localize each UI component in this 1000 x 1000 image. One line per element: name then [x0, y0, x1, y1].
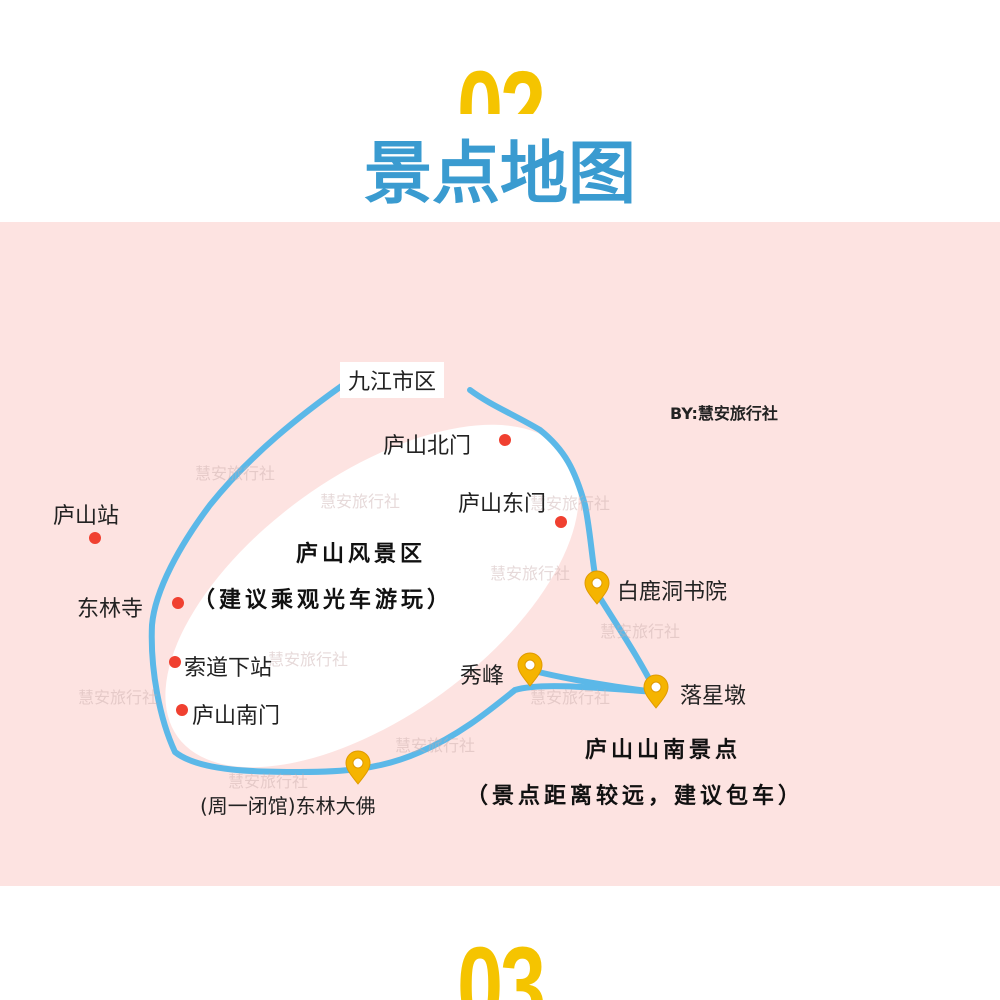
pin-icon	[643, 674, 669, 709]
label-cableway: 索道下站	[184, 656, 273, 681]
label-south-gate: 庐山南门	[192, 704, 281, 729]
page-title: 景点地图	[363, 134, 636, 214]
scenic-area-note: （建议乘观光车游玩）	[193, 588, 454, 613]
scenic-area-blob	[165, 424, 579, 768]
red-dots	[89, 434, 567, 716]
dot-station	[89, 532, 101, 544]
label-luoxingdun: 落星墩	[680, 684, 747, 709]
label-xiufeng: 秀峰	[460, 664, 505, 689]
watermark: 慧安旅行社	[600, 622, 681, 641]
south-area-note: （景点距离较远，建议包车）	[466, 784, 805, 809]
watermark: 慧安旅行社	[228, 772, 309, 791]
label-station: 庐山站	[53, 504, 120, 529]
watermark: 慧安旅行社	[395, 736, 476, 755]
dot-south-gate	[176, 704, 188, 716]
pin-icon	[517, 652, 543, 687]
watermark: 慧安旅行社	[530, 494, 611, 513]
label-buddha: (周一闭馆)东林大佛	[200, 794, 376, 818]
watermark: 慧安旅行社	[530, 688, 611, 707]
dot-donglin-temple	[172, 597, 184, 609]
watermark: 慧安旅行社	[195, 464, 276, 483]
dot-cableway	[169, 656, 181, 668]
watermark: 慧安旅行社	[320, 492, 401, 511]
dot-north-gate	[499, 434, 511, 446]
watermark: 慧安旅行社	[268, 650, 349, 669]
label-jiujiang: 九江市区	[340, 362, 445, 398]
label-east-gate: 庐山东门	[458, 492, 547, 517]
label-donglin-temple: 东林寺	[77, 597, 144, 622]
route-line	[148, 377, 662, 776]
south-area-name: 庐山山南景点	[585, 738, 742, 763]
pins	[345, 570, 669, 785]
route-xiufeng	[529, 667, 657, 695]
pin-icon	[584, 570, 610, 605]
dot-east-gate	[555, 516, 567, 528]
watermark: 慧安旅行社	[490, 564, 571, 583]
label-bailudong: 白鹿洞书院	[617, 580, 728, 605]
credit: BY:慧安旅行社	[670, 404, 778, 423]
label-north-gate: 庐山北门	[383, 434, 472, 459]
pin-icon	[345, 750, 371, 785]
next-section-number: 03	[457, 932, 546, 1000]
watermark: 慧安旅行社	[78, 688, 159, 707]
scenic-area-name: 庐山风景区	[296, 542, 427, 567]
section-number: 02	[425, 56, 575, 114]
